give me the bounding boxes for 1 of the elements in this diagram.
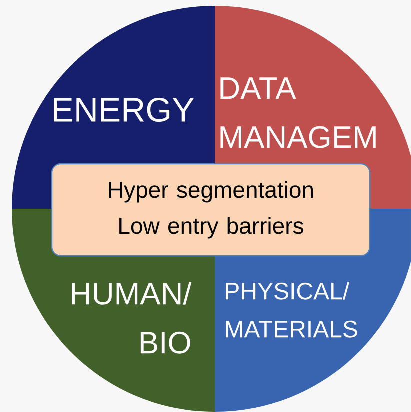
- text-box: Hyper segmentation Low entry barriers: [51, 163, 371, 257]
